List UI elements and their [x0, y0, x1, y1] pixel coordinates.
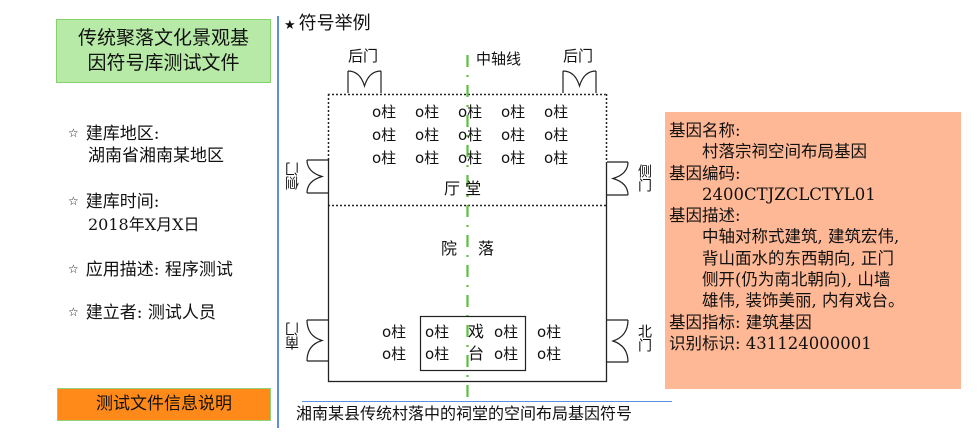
hall-pillar-grid: o柱 o柱 o柱 o柱 o柱 o柱 o柱 o柱 o柱 o柱 o柱 o柱 o柱 o柱 o柱: [372, 101, 587, 169]
back-door-right-icon: [562, 70, 597, 93]
pillar: o柱: [544, 149, 569, 167]
info-label: 应用描述: 程序测试: [85, 260, 233, 280]
info-value: 2018年X月X日: [88, 215, 200, 234]
pillar: o柱: [537, 345, 562, 363]
pillar: o柱: [372, 126, 397, 144]
info-value: 湖南省湘南某地区: [88, 146, 224, 166]
info-item-time: ☆ 建库时间: 2018年X月X日: [68, 192, 200, 235]
south-door-label: 南门: [285, 322, 301, 350]
stage-box: [419, 315, 527, 372]
pillar: o柱: [458, 103, 483, 121]
panel-divider: [277, 16, 279, 428]
pillar: o柱: [544, 103, 569, 121]
pillar: o柱: [372, 103, 397, 121]
gene-desc-line: 侧开(仍为南北朝向), 山墙: [702, 270, 891, 290]
pillar: o柱: [372, 149, 397, 167]
courtyard-label-left: 院: [441, 239, 458, 258]
north-door-label: 北门: [636, 324, 652, 352]
pillar: o柱: [415, 126, 440, 144]
back-door-right-label: 后门: [563, 47, 594, 65]
info-item-region: ☆ 建库地区: 湖南省湘南某地区: [68, 124, 224, 167]
pillar: o柱: [382, 323, 407, 341]
gene-desc-line: 背山面水的东西朝向, 正门: [702, 248, 894, 268]
gene-indicator: 基因指标: 建筑基因: [669, 312, 812, 332]
star-outline-icon: ☆: [68, 194, 79, 208]
hall-label: 厅 堂: [444, 179, 482, 198]
pillar: o柱: [494, 345, 519, 363]
file-info-button[interactable]: 测试文件信息说明: [57, 388, 271, 421]
info-item-creator: ☆ 建立者: 测试人员: [68, 303, 216, 325]
legend-title-text: 符号举例: [298, 13, 371, 34]
pillar: o柱: [501, 103, 526, 121]
stage-pillars-outer-left: o柱 o柱: [382, 321, 406, 365]
pillar: o柱: [425, 345, 450, 363]
gene-info-box: 基因名称: 村落宗祠空间布局基因 基因编码: 2400CTJZCLCTYL01 …: [665, 112, 961, 389]
stage-label: 戏 台: [468, 321, 484, 365]
pillar: o柱: [537, 323, 562, 341]
pillar: o柱: [382, 345, 407, 363]
diagram-caption: 湘南某县传统村落中的祠堂的空间布局基因符号: [296, 404, 633, 423]
side-door-left-icon: [306, 159, 328, 194]
back-door-left-icon: [347, 70, 382, 93]
stage-pillars-inner-left: o柱 o柱: [425, 321, 449, 365]
pillar: o柱: [458, 126, 483, 144]
star-outline-icon: ☆: [68, 262, 79, 276]
gene-code-value: 2400CTJZCLCTYL01: [702, 184, 876, 204]
south-door-icon: [306, 319, 328, 362]
stage-label-top: 戏: [468, 322, 485, 341]
pillar: o柱: [544, 126, 569, 144]
star-filled-icon: ★: [284, 18, 296, 33]
legend-title: ★符号举例: [284, 12, 371, 38]
gene-code-label: 基因编码:: [669, 163, 741, 183]
stage-label-bottom: 台: [468, 344, 485, 363]
library-title-box: 传统聚落文化景观基 因符号库测试文件: [56, 19, 271, 83]
info-label: 建立者: 测试人员: [85, 303, 216, 323]
star-outline-icon: ☆: [68, 126, 79, 140]
axis-label: 中轴线: [476, 50, 522, 68]
caption-divider: [302, 401, 672, 402]
north-door-icon: [607, 319, 629, 363]
gene-desc-line: 中轴对称式建筑, 建筑宏伟,: [702, 227, 900, 247]
courtyard-label-right: 落: [478, 239, 495, 258]
side-door-right-icon: [607, 161, 629, 196]
gene-desc-line: 雄伟, 装饰美丽, 内有戏台。: [702, 291, 905, 311]
gene-name-value: 村落宗祠空间布局基因: [702, 142, 867, 162]
info-item-description: ☆ 应用描述: 程序测试: [68, 260, 233, 282]
pillar: o柱: [458, 149, 483, 167]
info-label: 建库地区:: [85, 124, 160, 144]
pillar: o柱: [425, 323, 450, 341]
back-door-left-label: 后门: [348, 47, 379, 65]
title-line-2: 因符号库测试文件: [87, 52, 240, 74]
gene-desc-label: 基因描述:: [669, 206, 741, 226]
star-outline-icon: ☆: [68, 305, 79, 319]
stage-pillars-inner-right: o柱 o柱: [494, 321, 518, 365]
info-label: 建库时间:: [85, 192, 160, 212]
side-door-left-label: 侧门: [285, 162, 301, 190]
gene-name-label: 基因名称:: [669, 121, 741, 140]
stage-pillars-outer-right: o柱 o柱: [537, 321, 561, 365]
pillar: o柱: [494, 323, 519, 341]
gene-identifier: 识别标识: 431124000001: [669, 333, 872, 353]
side-door-right-label: 侧门: [636, 164, 652, 192]
pillar: o柱: [501, 126, 526, 144]
pillar: o柱: [415, 103, 440, 121]
pillar: o柱: [501, 149, 526, 167]
pillar: o柱: [415, 149, 440, 167]
title-line-1: 传统聚落文化景观基: [77, 27, 249, 49]
